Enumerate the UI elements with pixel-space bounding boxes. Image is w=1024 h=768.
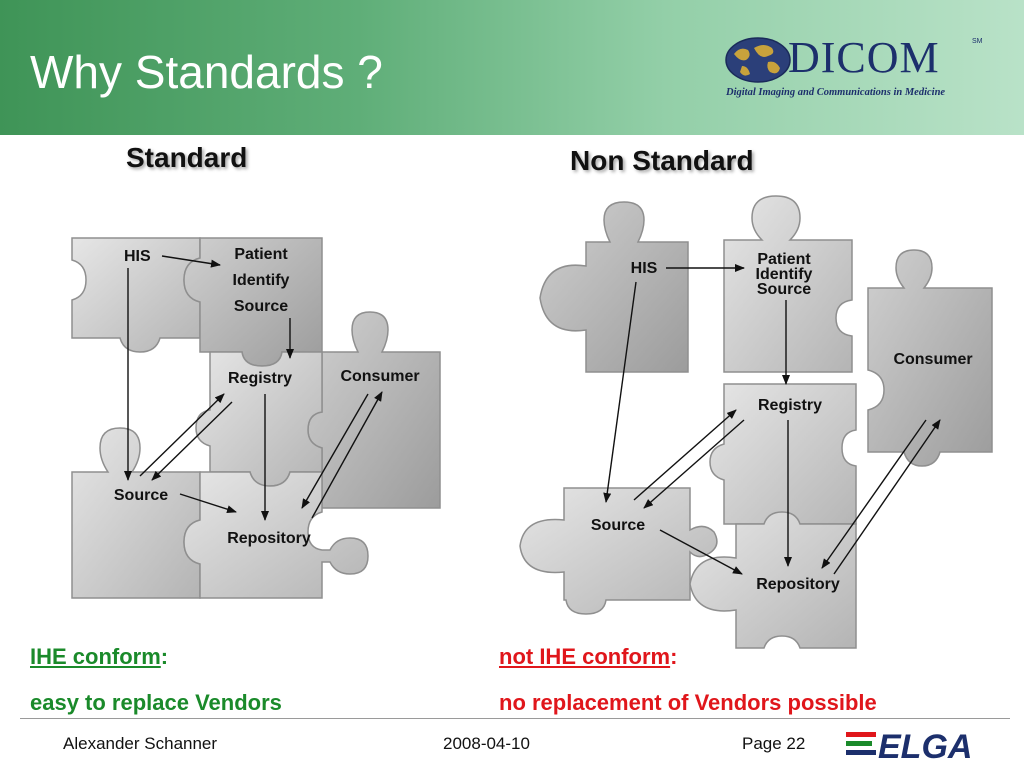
standard-arrows: [124, 255, 383, 521]
ns-arrow-source-to-registry: [633, 409, 737, 501]
ns-piece-his: [539, 201, 689, 373]
globe-icon: [725, 37, 791, 83]
standard-consumer-label: Consumer: [340, 368, 419, 385]
ihe-conform-text: easy to replace Vendors: [30, 690, 282, 715]
arrow-registry-to-source: [151, 401, 233, 481]
puzzle-piece-consumer: [307, 311, 441, 509]
arrow-consumer-to-repository: [301, 393, 369, 509]
not-ihe-conform-title: not IHE conform: [499, 644, 671, 669]
arrow-repository-to-consumer: [311, 391, 383, 519]
puzzle-piece-repository: [183, 471, 369, 599]
ns-piece-consumer: [867, 249, 993, 467]
ns-arrow-his-to-source: [603, 281, 637, 503]
logo-trademark: SM: [972, 38, 983, 45]
non-standard-arrows: [603, 264, 941, 575]
footer-date: 2008-04-10: [443, 734, 530, 753]
ns-source-label: Source: [591, 517, 645, 534]
logo-name: DICOM: [788, 33, 940, 82]
standard-registry-label: Registry: [228, 370, 292, 387]
ns-pis-line2: Identify: [756, 266, 813, 283]
not-ihe-conform-caption: not IHE conform:: [499, 644, 677, 670]
ns-arrow-repository-to-consumer: [833, 419, 941, 575]
elga-logo-text: ELGA: [878, 728, 972, 764]
ns-registry-label: Registry: [758, 397, 822, 414]
footer-divider: [20, 718, 1010, 719]
ihe-conform-title: IHE conform: [30, 644, 161, 669]
ns-consumer-label: Consumer: [893, 351, 972, 368]
ns-arrow-registry-to-source: [643, 419, 745, 509]
ns-repository-label: Repository: [756, 576, 840, 593]
slide-title: Why Standards ?: [30, 46, 383, 98]
footer-author: Alexander Schanner: [63, 734, 218, 753]
dicom-logo: DICOM SM Digital Imaging and Communicati…: [722, 32, 992, 107]
standard-pis-line3: Source: [234, 298, 288, 315]
elga-logo: ELGA: [846, 728, 972, 764]
ihe-conform-caption: IHE conform:: [30, 644, 168, 670]
ns-piece-repository: [689, 511, 857, 649]
standard-heading: Standard: [126, 142, 248, 173]
ns-pis-line3: Source: [757, 281, 811, 298]
standard-pis-line1: Patient: [234, 246, 288, 263]
ns-pis-line1: Patient: [757, 251, 811, 268]
non-standard-heading: Non Standard: [570, 145, 754, 176]
arrow-his-to-pis: [161, 255, 221, 268]
standard-repository-label: Repository: [227, 530, 311, 547]
standard-his-label: HIS: [124, 248, 151, 265]
standard-puzzle: [71, 237, 441, 599]
not-ihe-conform-colon: :: [670, 644, 678, 669]
arrow-source-to-repository: [179, 493, 237, 514]
not-ihe-conform-text: no replacement of Vendors possible: [499, 690, 877, 715]
logo-tagline: Digital Imaging and Communications in Me…: [726, 87, 946, 98]
ns-piece-pis: [723, 195, 853, 373]
puzzle-piece-source: [71, 427, 201, 599]
ns-arrow-source-to-repository: [659, 529, 743, 575]
footer-page: Page 22: [742, 734, 806, 753]
ns-arrow-consumer-to-repository: [821, 419, 927, 569]
arrow-source-to-registry: [139, 393, 225, 477]
standard-source-label: Source: [114, 487, 168, 504]
ihe-conform-colon: :: [160, 644, 169, 669]
ns-piece-source: [519, 487, 718, 615]
ns-his-label: HIS: [631, 260, 658, 277]
standard-pis-line2: Identify: [233, 272, 290, 289]
non-standard-puzzle: [519, 195, 993, 649]
slide-header: Why Standards ? DICOM SM Digital Imaging…: [0, 0, 1024, 135]
